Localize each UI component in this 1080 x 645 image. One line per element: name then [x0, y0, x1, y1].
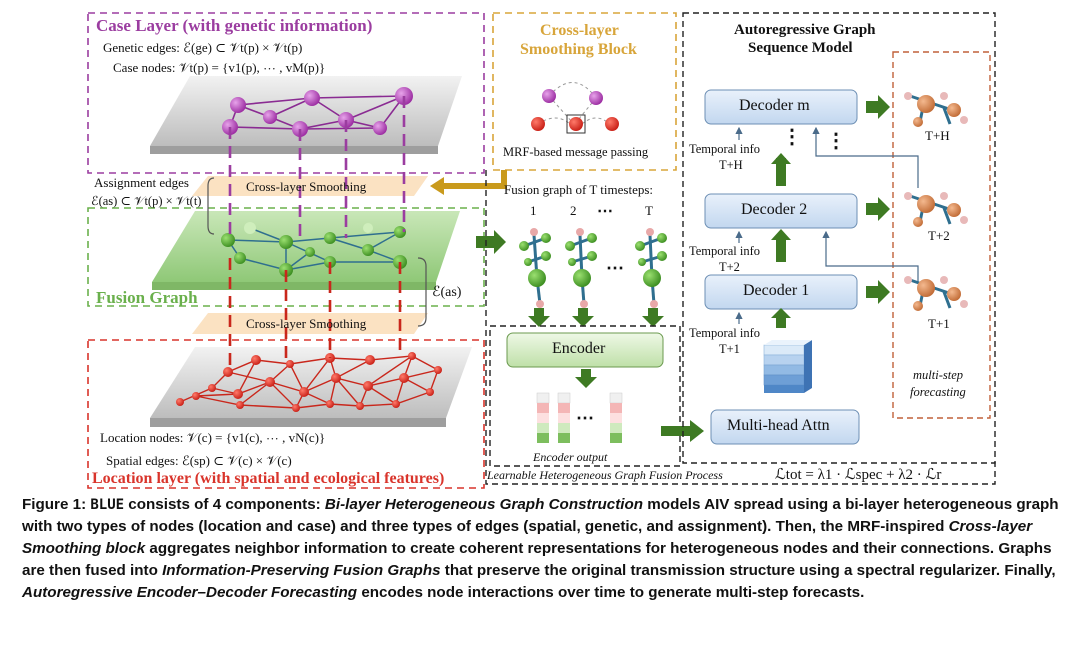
decoder-2-label: Decoder 2 — [741, 201, 808, 218]
encoder-down-arrow — [575, 369, 597, 388]
attention-label: Multi-head Attn — [727, 417, 830, 434]
loss-formula: ℒtot = λ1 · ℒspec + λ2 · ℒr — [775, 467, 942, 483]
fusion-graph-box — [87, 207, 485, 307]
learnable-fusion-outline — [485, 170, 996, 485]
forecast-molecules — [904, 92, 968, 311]
caption-part5: encodes node interactions over time to g… — [357, 584, 865, 601]
genetic-edges-label: Genetic edges: ℰ(ge) ⊂ 𝒱t(p) × 𝒱t(p) — [103, 40, 303, 55]
temporal-info-1: Temporal info — [689, 326, 760, 340]
caption-component-2: Cross-layer Smoothing block — [22, 518, 1033, 557]
temporal-info-H: Temporal info — [689, 142, 760, 156]
caption-part2: models AIV spread using a bi-layer heter… — [22, 496, 1059, 535]
smoothing-band-lower-label: Cross-layer Smoothing — [246, 316, 367, 331]
case-nodes — [222, 87, 413, 137]
decoder-to-forecast-arrows — [866, 95, 890, 304]
caption-part1: consists of 4 components: — [124, 496, 325, 513]
decoder-up-arrows — [771, 153, 791, 328]
temporal-step-1: T+1 — [719, 342, 740, 356]
temporal-step-H: T+H — [719, 158, 743, 172]
smoothing-band-upper — [192, 176, 428, 196]
temporal-info-2: Temporal info — [689, 244, 760, 258]
smoothing-arrow — [440, 170, 507, 189]
decoder-2-box — [704, 193, 858, 229]
autoregressive-title-1: Autoregressive Graph — [734, 22, 876, 38]
autoregressive-title-2: Sequence Model — [748, 40, 853, 56]
fusion-plane — [152, 211, 460, 282]
fusion-sequence-title: Fusion graph of T timesteps: — [504, 182, 654, 197]
assignment-brace — [207, 177, 215, 235]
assignment-edges — [228, 96, 406, 372]
location-layer-box — [87, 339, 485, 489]
encoder-box — [506, 332, 664, 368]
figure-caption: Figure 1: BLUE consists of 4 components:… — [22, 494, 1062, 604]
decoder-m-label: Decoder m — [739, 97, 810, 114]
decoder-vdots-2: ⋮ — [826, 130, 846, 152]
caption-component-1: Bi-layer Heterogeneous Graph Constructio… — [324, 496, 644, 513]
forecast-step-1: T+1 — [928, 316, 950, 331]
fusion-step-1: 1 — [530, 203, 537, 218]
smoothing-band-lower — [192, 313, 428, 334]
forecast-step-2: T+2 — [928, 228, 950, 243]
fusion-graph-title: Fusion Graph — [96, 288, 198, 307]
encoder-output-stacks — [536, 392, 623, 443]
assignment-edges-label: Assignment edges — [94, 175, 189, 190]
case-layer-title: Case Layer (with genetic information) — [96, 16, 373, 35]
spatial-edges-label: Spatial edges: ℰ(sp) ⊂ 𝒱(c) × 𝒱(c) — [106, 453, 292, 468]
caption-component-4: Autoregressive Encoder–Decoder Forecasti… — [22, 584, 358, 601]
fusion-sequence-molecules — [519, 228, 667, 308]
temporal-step-2: T+2 — [719, 260, 740, 274]
decoder-vdots-1: ⋮ — [782, 126, 802, 148]
case-layer-box — [87, 12, 485, 174]
feedback-arrows — [812, 126, 919, 282]
autoregressive-box — [682, 12, 996, 464]
encoder-label: Encoder — [552, 340, 606, 357]
smoothing-block-caption: MRF-based message passing — [503, 145, 649, 159]
smoothing-block-title-2: Smoothing Block — [520, 41, 637, 58]
encoder-output-label: Encoder output — [533, 450, 608, 464]
location-nodes — [176, 352, 442, 412]
learnable-fusion-label: Learnable Heterogeneous Graph Fusion Pro… — [487, 468, 723, 482]
encoder-output-ellipsis: ⋯ — [576, 408, 594, 428]
attention-stack — [763, 340, 812, 393]
caption-part4: that preserve the original transmission … — [440, 562, 1056, 579]
fusion-step-ellipsis: ⋯ — [597, 203, 613, 220]
fusion-brace — [417, 257, 427, 327]
mrf-illustration — [531, 82, 619, 134]
sequence-to-encoder-arrows — [528, 308, 664, 327]
assignment-edges-formula: ℰ(as) ⊂ 𝒱t(p) × 𝒱t(t) — [91, 194, 202, 208]
case-plane — [150, 76, 462, 146]
smoothing-block-title-1: Cross-layer — [540, 22, 619, 39]
decoder-m-box — [704, 89, 858, 125]
smoothing-band-upper-label: Cross-layer Smoothing — [246, 179, 367, 194]
caption-fig: Figure 1: — [22, 496, 91, 513]
caption-component-3: Information-Preserving Fusion Graphs — [162, 562, 441, 579]
forecast-box — [892, 51, 991, 419]
fusion-to-sequence-arrow — [476, 230, 506, 254]
forecast-label-1: multi-step — [913, 368, 963, 382]
caption-model-name: BLUE — [90, 497, 125, 513]
decoder-1-label: Decoder 1 — [743, 282, 810, 299]
case-nodes-label: Case nodes: 𝒱t(p) = {v1(p), ⋯ , vM(p)} — [113, 60, 326, 75]
forecast-label-2: forecasting — [910, 385, 966, 399]
fusion-molecule-ellipsis: ⋯ — [606, 258, 624, 278]
fusion-edge-formula: ℰ(as) — [432, 285, 462, 300]
forecast-step-H: T+H — [925, 128, 950, 143]
caption-part3: aggregates neighbor information to creat… — [22, 540, 1052, 579]
encoder-section-box — [489, 325, 681, 467]
location-layer-title: Location layer (with spatial and ecologi… — [92, 470, 445, 487]
fusion-step-T: T — [645, 203, 653, 218]
location-nodes-label: Location nodes: 𝒱(c) = {v1(c), ⋯ , vN(c)… — [100, 430, 326, 445]
smoothing-block-box — [492, 12, 677, 171]
fusion-step-2: 2 — [570, 203, 577, 218]
attention-box — [710, 409, 860, 445]
